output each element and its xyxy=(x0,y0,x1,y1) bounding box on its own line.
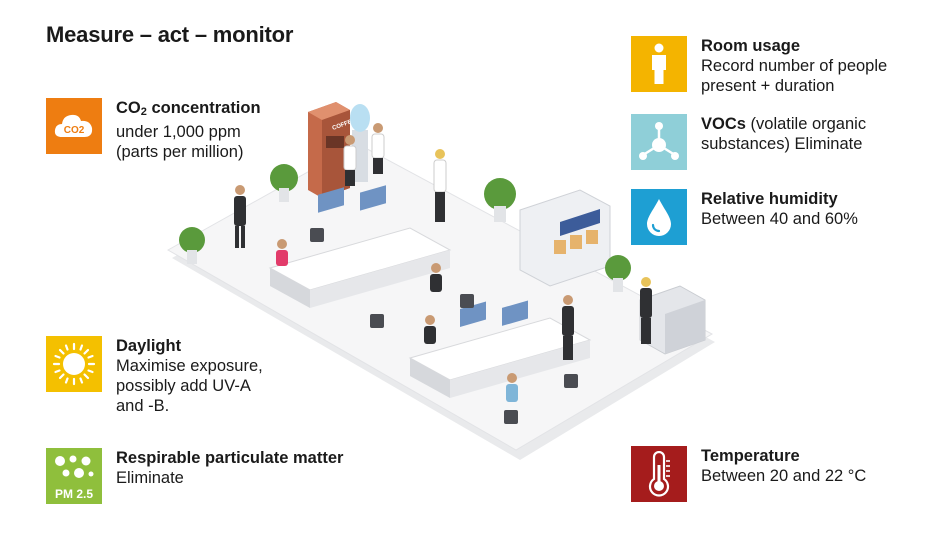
pm-item: PM 2.5 Respirable particulate matter Eli… xyxy=(46,448,343,504)
shelf xyxy=(519,189,611,287)
co2-icon-label: CO2 xyxy=(64,125,85,136)
vocs-item: VOCs (volatile organic substances) Elimi… xyxy=(631,114,866,170)
temperature-item: Temperature Between 20 and 22 °C xyxy=(631,446,866,502)
molecule-icon xyxy=(631,114,687,170)
daylight-line3: and -B. xyxy=(116,397,170,415)
vocs-line2: substances) Eliminate xyxy=(701,135,863,153)
pm-icon-label: PM 2.5 xyxy=(55,487,93,501)
thermometer-icon xyxy=(631,446,687,502)
daylight-line1: Maximise exposure, xyxy=(116,357,263,375)
vocs-heading: VOCs xyxy=(701,115,746,133)
desk-cluster-2 xyxy=(408,300,592,398)
pm-text: Respirable particulate matter Eliminate xyxy=(116,448,343,488)
humidity-heading: Relative humidity xyxy=(701,190,838,208)
room-item: Room usage Record number of people prese… xyxy=(631,36,887,96)
co2-item: CO2 CO2 concentration under 1,000 ppm (p… xyxy=(46,98,261,162)
plants xyxy=(179,164,631,292)
pm-line1: Eliminate xyxy=(116,469,184,487)
room-text: Room usage Record number of people prese… xyxy=(701,36,887,96)
room-line1: Record number of people xyxy=(701,57,888,75)
co2-line2: (parts per million) xyxy=(116,143,244,161)
co2-heading: CO2 concentration xyxy=(116,99,261,118)
page-title: Measure – act – monitor xyxy=(46,22,294,47)
vocs-text: VOCs (volatile organic substances) Elimi… xyxy=(701,114,866,154)
temperature-text: Temperature Between 20 and 22 °C xyxy=(701,446,866,486)
water-drop-icon xyxy=(631,189,687,245)
humidity-line1: Between 40 and 60% xyxy=(701,210,858,228)
cloud-co2-icon: CO2 xyxy=(46,98,102,154)
sun-icon xyxy=(46,336,102,392)
particles-icon: PM 2.5 xyxy=(46,448,102,504)
chairs xyxy=(310,228,578,424)
office-illustration: COFFEE xyxy=(166,102,715,460)
person-icon xyxy=(631,36,687,92)
pm-heading: Respirable particulate matter xyxy=(116,449,344,467)
daylight-item: Daylight Maximise exposure, possibly add… xyxy=(46,336,263,416)
co2-text: CO2 concentration under 1,000 ppm (parts… xyxy=(116,98,261,162)
daylight-heading: Daylight xyxy=(116,337,182,355)
co2-line1: under 1,000 ppm xyxy=(116,123,241,141)
daylight-line2: possibly add UV-A xyxy=(116,377,251,395)
temperature-line1: Between 20 and 22 °C xyxy=(701,467,867,485)
daylight-text: Daylight Maximise exposure, possibly add… xyxy=(116,336,263,416)
coffee-machine: COFFEE xyxy=(308,102,357,198)
humidity-item: Relative humidity Between 40 and 60% xyxy=(631,189,858,245)
people xyxy=(234,123,652,402)
desk-cluster-1 xyxy=(268,185,452,308)
room-line2: present + duration xyxy=(701,77,835,95)
printer xyxy=(639,285,706,355)
room-heading: Room usage xyxy=(701,37,801,55)
vocs-line1: VOCs (volatile organic xyxy=(701,115,867,133)
temperature-heading: Temperature xyxy=(701,447,800,465)
humidity-text: Relative humidity Between 40 and 60% xyxy=(701,189,858,229)
